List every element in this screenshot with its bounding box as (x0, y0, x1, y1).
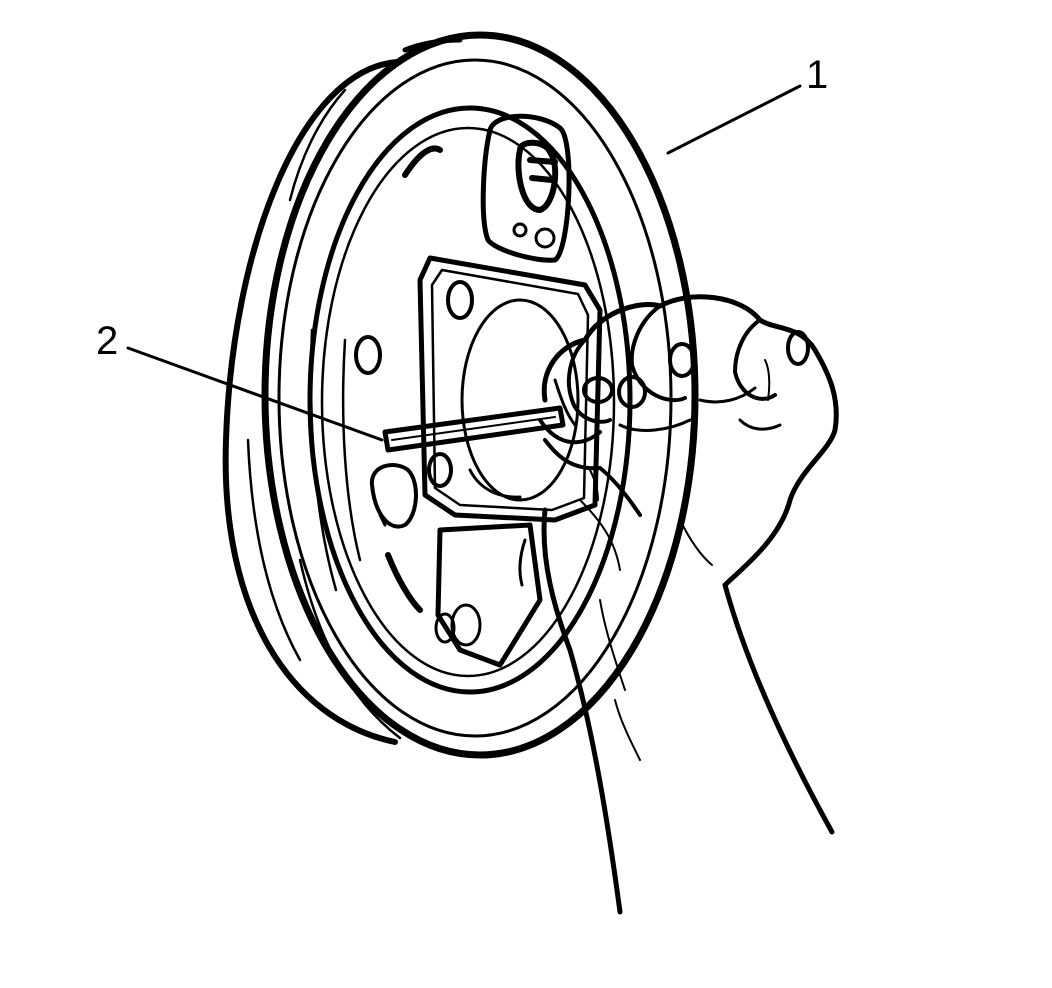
backing-plate (354, 113, 603, 668)
adjusting-tool (382, 405, 602, 453)
callout-2-leader (126, 346, 384, 442)
callout-1-label: 1 (806, 53, 828, 97)
hand (518, 294, 839, 915)
callout-2-label: 2 (96, 319, 118, 363)
callout-1-leader (666, 84, 802, 155)
brake-drum (222, 31, 699, 759)
callout-leaders (126, 84, 802, 442)
